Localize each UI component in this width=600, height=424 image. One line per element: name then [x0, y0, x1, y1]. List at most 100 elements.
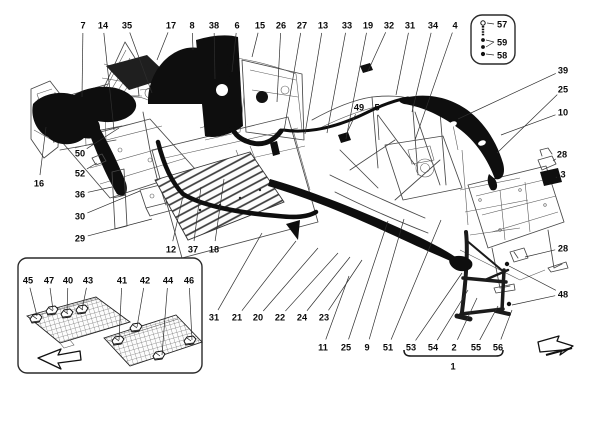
- callout-8: 8: [189, 20, 194, 30]
- callout-leader-38: [213, 32, 216, 80]
- callout-5: 5: [374, 102, 379, 112]
- callout-27: 27: [297, 20, 307, 30]
- callout-leader-20: [262, 247, 319, 312]
- callout-6: 6: [234, 20, 239, 30]
- clip-part-32: [360, 63, 373, 73]
- callout-leader-58: [485, 53, 495, 56]
- callout-2: 2: [451, 342, 456, 352]
- callout-17: 17: [166, 20, 176, 30]
- callout-38: 38: [209, 20, 219, 30]
- callout-47: 47: [44, 275, 54, 285]
- callout-leader-17: [156, 32, 169, 61]
- front-wheelarch-liner: [32, 86, 137, 145]
- callout-leader-11: [325, 275, 350, 340]
- callout-leader-7: [81, 32, 84, 98]
- washer-icon: [481, 38, 485, 42]
- callout-leader-5: [377, 114, 380, 141]
- callout-12: 12: [166, 244, 176, 254]
- callout-48: 48: [558, 289, 568, 299]
- callout-leader-35: [129, 32, 153, 94]
- callout-31: 31: [405, 20, 415, 30]
- callout-29: 29: [75, 233, 85, 243]
- callout-28: 28: [558, 243, 568, 253]
- callout-32: 32: [384, 20, 394, 30]
- callout-55: 55: [471, 342, 481, 352]
- callout-leader-24: [306, 256, 351, 311]
- callout-20: 20: [253, 312, 263, 322]
- mount-bracket: [270, 141, 280, 156]
- callout-leader-12: [172, 195, 184, 242]
- callout-leader-59: [485, 39, 495, 43]
- callout-leader-15: [251, 32, 259, 58]
- callout-11: 11: [318, 342, 328, 352]
- screw-part-48: [504, 261, 510, 267]
- callout-54: 54: [428, 342, 439, 352]
- callout-leader-46: [189, 287, 193, 341]
- callout-leader-42: [136, 287, 145, 328]
- callout-42: 42: [140, 275, 150, 285]
- callout-14: 14: [98, 20, 109, 30]
- mount-part-3: [540, 168, 562, 186]
- callout-leader-55: [479, 305, 499, 341]
- callout-16: 16: [34, 178, 44, 188]
- callout-leader-36: [87, 186, 113, 193]
- black-underbody-parts: [32, 35, 511, 322]
- callout-leader-44: [161, 287, 168, 356]
- inset-clips: [29, 304, 197, 361]
- callout-9: 9: [364, 342, 369, 352]
- callout-leader-37: [193, 186, 202, 242]
- callout-34: 34: [428, 20, 439, 30]
- callout-leader-43: [81, 287, 87, 311]
- callout-44: 44: [163, 275, 174, 285]
- assembly-bracket: [403, 349, 504, 357]
- callout-18: 18: [209, 244, 219, 254]
- rocker-underseal: [268, 179, 468, 268]
- callout-leader-57: [486, 22, 495, 25]
- callout-58: 58: [497, 50, 507, 60]
- callout-leader-56: [500, 309, 513, 340]
- callout-leader-21: [241, 240, 297, 311]
- bracket-part-28-lower: [509, 247, 529, 263]
- callout-leader-10: [500, 114, 556, 136]
- beltline-band: [281, 96, 410, 133]
- callout-leader-25: [496, 94, 558, 154]
- callout-3: 3: [560, 169, 565, 179]
- callout-leader-8: [191, 32, 194, 51]
- callout-25: 25: [341, 342, 351, 352]
- callout-leader-51: [390, 219, 442, 340]
- callout-19: 19: [363, 20, 373, 30]
- clip-part-49: [338, 132, 351, 143]
- callout-46: 46: [184, 275, 194, 285]
- callout-1: 1: [450, 361, 455, 371]
- callout-4: 4: [452, 20, 458, 30]
- travel-direction-arrow: [537, 335, 574, 357]
- callout-leader-4: [414, 32, 453, 141]
- door-opening-seal: [225, 54, 284, 147]
- bracket-part-28-upper: [537, 147, 557, 171]
- callout-leader-39: [457, 73, 556, 120]
- callout-leader-28: [552, 158, 556, 162]
- callout-leader-34: [411, 32, 432, 113]
- callout-leader-59: [485, 41, 495, 48]
- callout-10: 10: [558, 107, 568, 117]
- callout-leader-18: [214, 178, 225, 242]
- callout-leader-13: [304, 32, 323, 135]
- callout-leader-53: [415, 272, 463, 341]
- fixing-clip-icon: [183, 335, 197, 346]
- callout-33: 33: [342, 20, 352, 30]
- callout-leader-54: [436, 289, 469, 341]
- callout-leader-40: [66, 287, 69, 314]
- rear-wheelarch-liner: [399, 95, 505, 180]
- callout-15: 15: [255, 20, 265, 30]
- clip-part-52: [91, 153, 107, 166]
- callout-57: 57: [497, 19, 507, 29]
- callout-39: 39: [558, 65, 568, 75]
- callout-leader-52: [86, 162, 98, 170]
- callout-23: 23: [319, 312, 329, 322]
- callout-13: 13: [318, 20, 328, 30]
- callout-24: 24: [297, 312, 308, 322]
- legend-box: [470, 14, 516, 65]
